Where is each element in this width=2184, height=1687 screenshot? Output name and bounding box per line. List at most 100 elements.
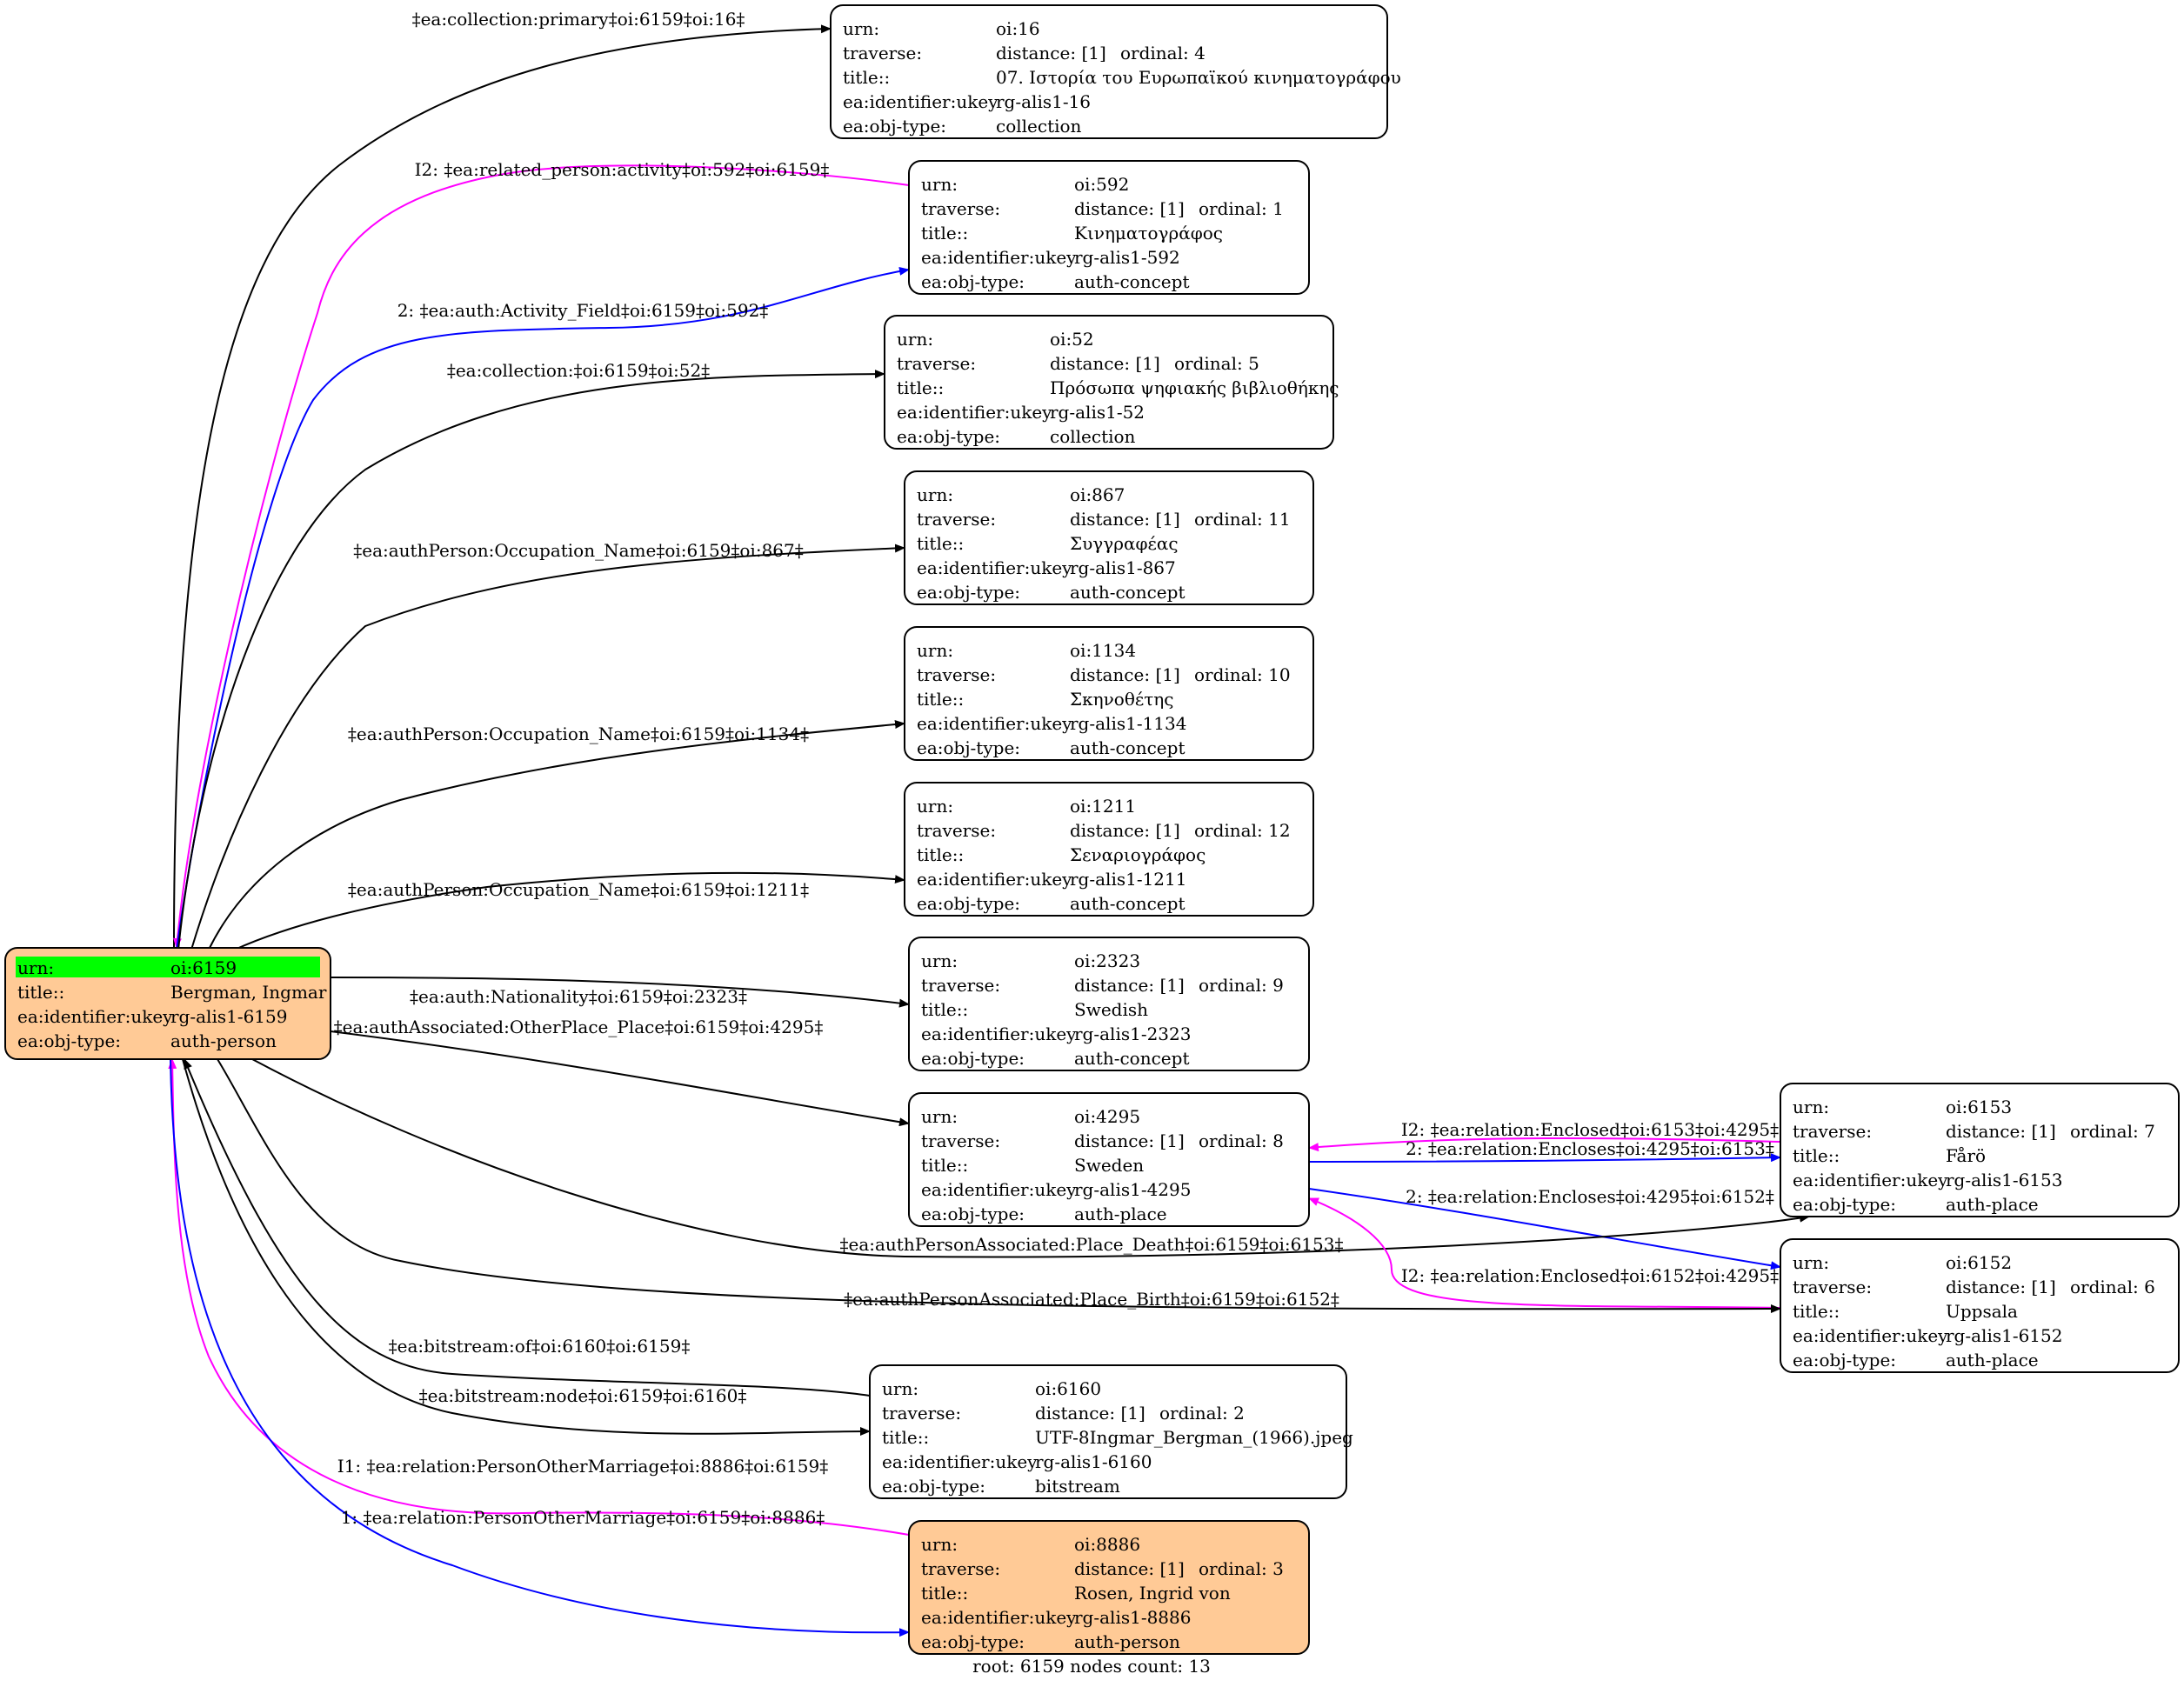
node-field-value: rg-alis1-1134 <box>1070 713 1186 734</box>
node-ordinal: ordinal: 5 <box>1174 353 1259 374</box>
node-field-value: auth-concept <box>1070 737 1185 758</box>
edge-label: ‡ea:authPerson:Occupation_Name‡oi:6159‡o… <box>353 540 804 561</box>
node-field-value: rg-alis1-2323 <box>1074 1024 1191 1044</box>
node-field-key: urn: <box>917 484 953 505</box>
node-box <box>904 782 1314 917</box>
node-field-key: urn: <box>1793 1252 1829 1273</box>
node-field-key: ea:obj-type: <box>917 737 1020 758</box>
node-field-value: Σεναριογράφος <box>1070 844 1206 865</box>
node-field-key: ea:obj-type: <box>921 271 1025 292</box>
node-box <box>869 1364 1347 1499</box>
edge-label: ‡ea:bitstream:node‡oi:6159‡oi:6160‡ <box>419 1385 747 1406</box>
node-field-key: urn: <box>882 1378 918 1399</box>
node-field-key: urn: <box>917 640 953 661</box>
node-ordinal: ordinal: 2 <box>1159 1403 1245 1424</box>
node-field-key: title:: <box>843 67 890 88</box>
edge-line <box>208 720 905 950</box>
node-field-value: oi:52 <box>1050 329 1094 350</box>
node-field-key: urn: <box>1793 1097 1829 1117</box>
edge-label: ‡ea:authPerson:Occupation_Name‡oi:6159‡o… <box>348 723 809 744</box>
node-ordinal: ordinal: 7 <box>2070 1121 2155 1142</box>
root-field-value: auth-person <box>170 1030 277 1051</box>
node-field-value: rg-alis1-6160 <box>1035 1451 1152 1472</box>
node-distance: distance: [1] <box>1074 1558 1185 1579</box>
node-distance: distance: [1] <box>1074 198 1185 219</box>
node-field-key: traverse: <box>843 43 922 63</box>
node-field-value: auth-person <box>1074 1631 1180 1652</box>
node-field-key: urn: <box>921 1106 958 1127</box>
node-field-key: ea:identifier:ukey <box>843 91 998 112</box>
node-distance: distance: [1] <box>1070 664 1180 685</box>
edge-line <box>168 1058 910 1536</box>
node-ordinal: ordinal: 3 <box>1199 1558 1284 1579</box>
edge-line <box>184 1058 871 1397</box>
node-field-value: rg-alis1-4295 <box>1074 1179 1191 1200</box>
root-field-key: ea:obj-type: <box>17 1030 121 1051</box>
node-field-key: traverse: <box>897 353 976 374</box>
node-field-value: bitstream <box>1035 1476 1120 1497</box>
node-field-value: collection <box>996 116 1082 137</box>
node-field-key: traverse: <box>921 198 1000 219</box>
node-ordinal: ordinal: 11 <box>1194 509 1291 530</box>
node-field-key: urn: <box>921 1534 958 1555</box>
edge-line <box>251 1058 1810 1258</box>
edge-line <box>1308 1153 1781 1163</box>
node-field-value: UTF-8Ingmar_Bergman_(1966).jpeg <box>1035 1427 1353 1448</box>
node-ordinal: ordinal: 9 <box>1199 975 1284 996</box>
root-field-value: rg-alis1-6159 <box>170 1006 287 1027</box>
node-box <box>830 4 1388 139</box>
node-distance: distance: [1] <box>1070 509 1180 530</box>
edge-label: ‡ea:auth:Nationality‡oi:6159‡oi:2323‡ <box>410 986 747 1007</box>
node-field-key: ea:obj-type: <box>921 1631 1025 1652</box>
edge-label: ‡ea:authPerson:Occupation_Name‡oi:6159‡o… <box>348 879 809 900</box>
node-field-key: ea:obj-type: <box>917 582 1020 603</box>
node-field-value: rg-alis1-8886 <box>1074 1607 1191 1628</box>
node-field-key: ea:identifier:ukey <box>921 247 1077 268</box>
node-distance: distance: [1] <box>1050 353 1160 374</box>
node-distance: distance: [1] <box>1946 1277 2056 1297</box>
node-field-key: ea:identifier:ukey <box>921 1179 1077 1200</box>
node-field-key: ea:identifier:ukey <box>882 1451 1038 1472</box>
node-field-key: title:: <box>917 844 964 865</box>
node-field-value: Κινηματογράφος <box>1074 223 1223 243</box>
edge-label: I2: ‡ea:related_person:activity‡oi:592‡o… <box>415 159 830 180</box>
node-field-key: ea:obj-type: <box>1793 1350 1896 1370</box>
node-ordinal: ordinal: 12 <box>1194 820 1291 841</box>
node-field-value: Πρόσωπα ψηφιακής βιβλιοθήκης <box>1050 377 1339 398</box>
node-field-value: auth-place <box>1946 1194 2039 1215</box>
node-field-value: rg-alis1-592 <box>1074 247 1180 268</box>
node-field-key: traverse: <box>921 1130 1000 1151</box>
node-field-key: traverse: <box>917 664 996 685</box>
root-field-value: oi:6159 <box>170 957 237 978</box>
node-box <box>884 315 1334 450</box>
edge-line <box>170 1058 910 1637</box>
node-record[interactable]: urn: oi:52 traverse: distance: [1] ordinal: … <box>884 315 1339 450</box>
edge-line <box>1308 1137 1781 1152</box>
node-box <box>904 470 1314 605</box>
node-field-key: urn: <box>897 329 933 350</box>
graph-footer: root: 6159 nodes count: 13 <box>972 1656 1211 1677</box>
root-field-key: urn: <box>17 957 54 978</box>
node-field-value: rg-alis1-6153 <box>1946 1170 2062 1190</box>
node-field-key: title:: <box>882 1427 929 1448</box>
root-field-key: ea:identifier:ukey <box>17 1006 173 1027</box>
node-field-key: title:: <box>1793 1301 1840 1322</box>
node-box <box>908 1092 1310 1227</box>
node-field-key: ea:identifier:ukey <box>921 1024 1077 1044</box>
node-field-key: ea:obj-type: <box>921 1204 1025 1224</box>
node-field-value: auth-place <box>1074 1204 1167 1224</box>
node-distance: distance: [1] <box>1035 1403 1145 1424</box>
node-distance: distance: [1] <box>996 43 1106 63</box>
